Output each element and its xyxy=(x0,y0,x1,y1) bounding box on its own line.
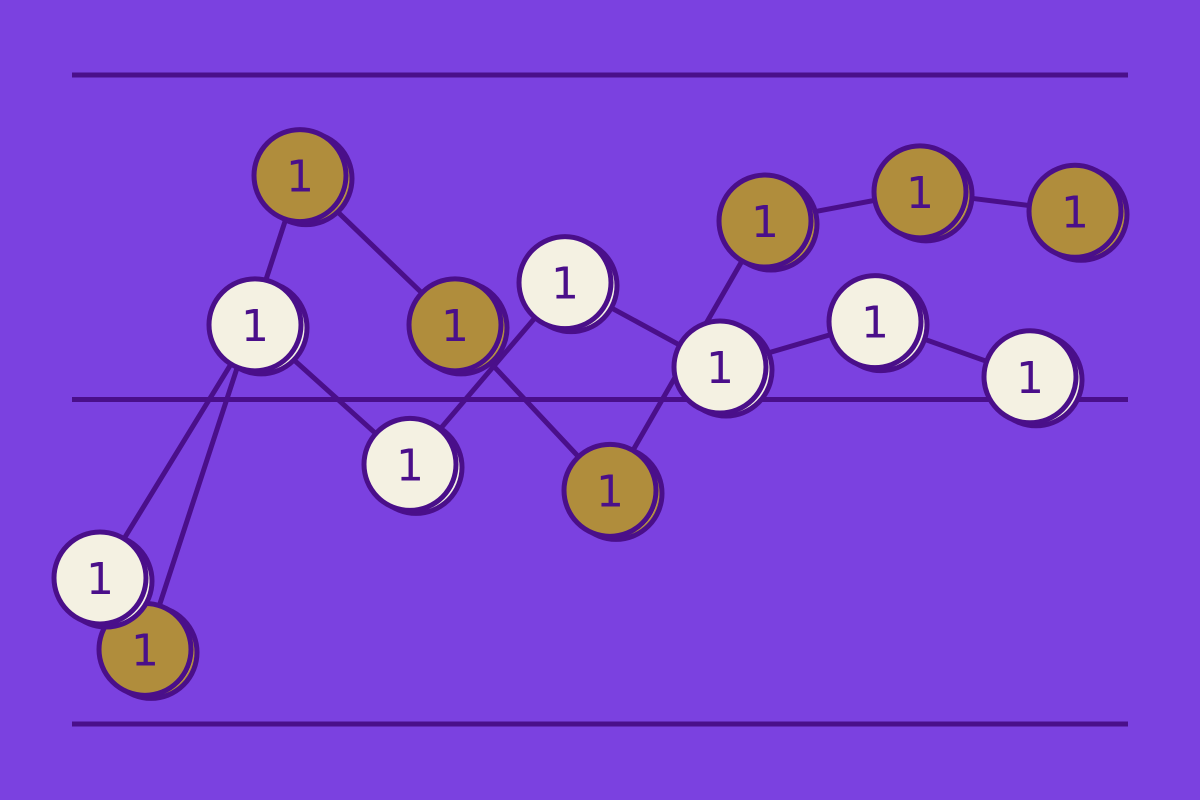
silver-coin-label: 1 xyxy=(241,301,269,352)
silver-coin-label: 1 xyxy=(86,554,114,605)
gold-coin-point: 1 xyxy=(561,441,665,542)
silver-coin-point: 1 xyxy=(206,276,310,377)
gold-coin-point: 1 xyxy=(871,143,975,244)
gold-coin-point: 1 xyxy=(251,127,355,228)
silver-coin-point: 1 xyxy=(516,234,620,335)
silver-coin-point: 1 xyxy=(826,273,930,374)
gold-coin-label: 1 xyxy=(131,625,159,676)
silver-coin-label: 1 xyxy=(396,440,424,491)
gridlines xyxy=(72,72,1128,727)
gold-coin-label: 1 xyxy=(751,197,779,248)
silver-coin-label: 1 xyxy=(861,298,889,349)
silver-coin-label: 1 xyxy=(551,259,579,310)
gold-coin-label: 1 xyxy=(286,152,314,203)
silver-coin-point: 1 xyxy=(361,415,465,516)
gold-coin-label: 1 xyxy=(906,168,934,219)
gold-coin-point: 1 xyxy=(406,276,510,377)
silver-coin-point: 1 xyxy=(981,328,1085,429)
gold-coin-label: 1 xyxy=(441,301,469,352)
gold-coin-point: 1 xyxy=(716,172,820,273)
silver-coin-label: 1 xyxy=(1016,353,1044,404)
silver-coin-point: 1 xyxy=(51,529,155,630)
silver-coin-label: 1 xyxy=(706,343,734,394)
gold-coin-point: 1 xyxy=(1026,162,1130,263)
gold-coin-label: 1 xyxy=(1061,187,1089,238)
silver-coin-point: 1 xyxy=(671,318,775,419)
gold-coin-label: 1 xyxy=(596,466,624,517)
